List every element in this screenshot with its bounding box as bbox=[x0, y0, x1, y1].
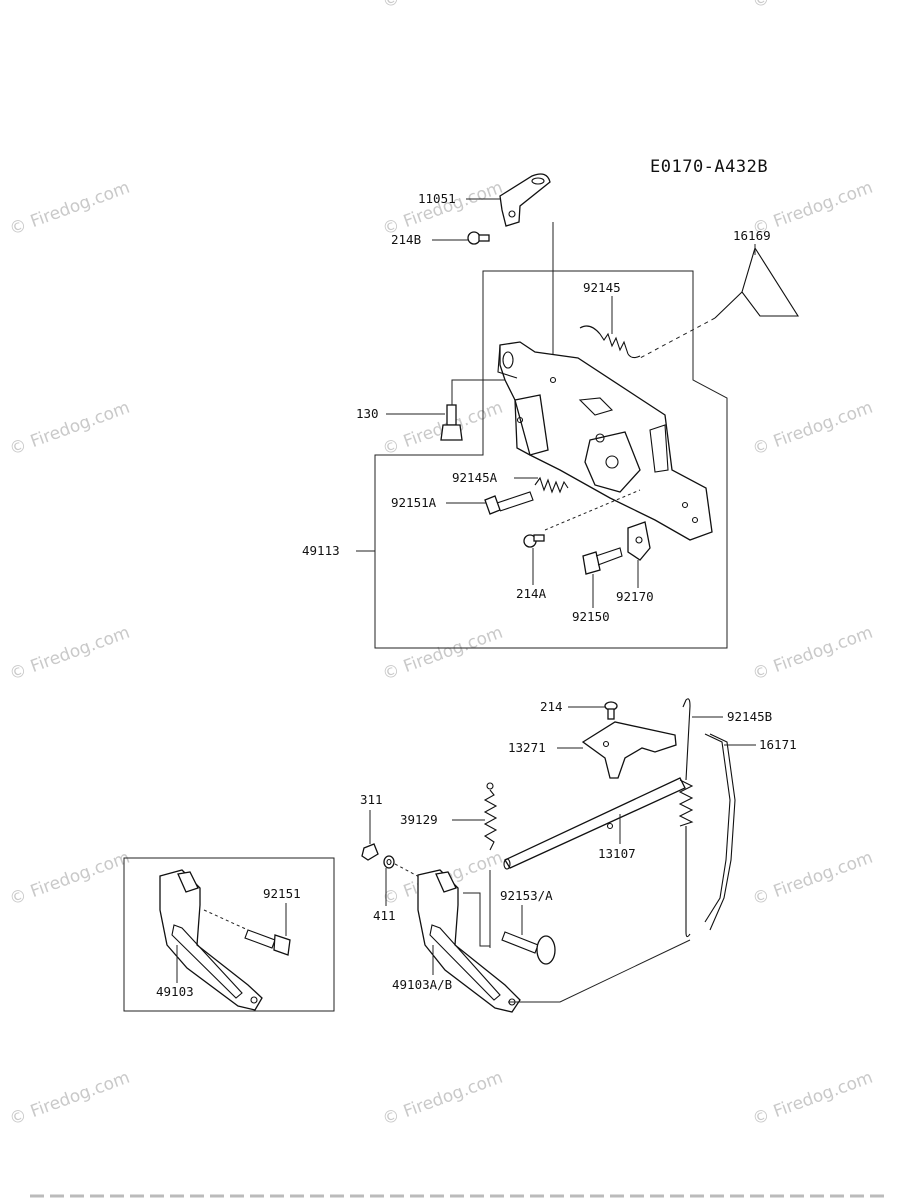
inset-box bbox=[123, 857, 335, 1012]
label-92150: 92150 bbox=[572, 609, 610, 624]
spring-92145 bbox=[579, 325, 641, 359]
label-214B: 214B bbox=[391, 232, 421, 247]
label-39129: 39129 bbox=[400, 812, 438, 827]
dash-214A bbox=[544, 489, 641, 531]
watermark: © Firedog.com bbox=[7, 848, 133, 910]
label-49103AB: 49103A/B bbox=[392, 977, 452, 992]
label-16171: 16171 bbox=[759, 737, 797, 752]
assembly-outline-49113 bbox=[374, 270, 728, 649]
label-92151A: 92151A bbox=[391, 495, 437, 510]
label-214: 214 bbox=[540, 699, 563, 714]
watermark: © Firedog.com bbox=[380, 0, 506, 13]
bolt-92151A bbox=[484, 491, 534, 515]
label-49113: 49113 bbox=[302, 543, 340, 558]
spring-92145B bbox=[678, 698, 694, 938]
watermark: © Firedog.com bbox=[380, 178, 506, 240]
label-49103: 49103 bbox=[156, 984, 194, 999]
bolt-130 bbox=[440, 404, 463, 441]
label-311: 311 bbox=[360, 792, 383, 807]
label-13107: 13107 bbox=[598, 846, 636, 861]
spring-92145A bbox=[534, 476, 569, 494]
label-92145B: 92145B bbox=[727, 709, 772, 724]
label-11051: 11051 bbox=[418, 191, 456, 206]
shaft-13107 bbox=[503, 777, 686, 870]
watermark: © Firedog.com bbox=[750, 398, 876, 460]
bolt-92150 bbox=[582, 547, 623, 575]
watermark: © Firedog.com bbox=[750, 623, 876, 685]
clamp-92170 bbox=[627, 521, 651, 561]
watermark: © Firedog.com bbox=[380, 623, 506, 685]
leader-130-up bbox=[451, 379, 505, 405]
spring-39129 bbox=[483, 782, 498, 851]
watermark: © Firedog.com bbox=[750, 848, 876, 910]
lever-49103 bbox=[159, 869, 263, 1011]
control-plate bbox=[497, 341, 713, 541]
bracket-11051 bbox=[499, 173, 551, 227]
label-130: 130 bbox=[356, 406, 379, 421]
watermark: © Firedog.com bbox=[7, 623, 133, 685]
label-16169: 16169 bbox=[733, 228, 771, 243]
rod-16171 bbox=[704, 733, 736, 931]
watermark: © Firedog.com bbox=[7, 1068, 133, 1130]
watermark: © Firedog.com bbox=[7, 178, 133, 240]
label-92151: 92151 bbox=[263, 886, 301, 901]
dash-connector-lever bbox=[463, 892, 490, 947]
label-92170: 92170 bbox=[616, 589, 654, 604]
watermark: © Firedog.com bbox=[750, 1068, 876, 1130]
washer-411 bbox=[383, 855, 395, 869]
label-13271: 13271 bbox=[508, 740, 546, 755]
screw-214A bbox=[523, 534, 545, 548]
screw-214 bbox=[604, 701, 618, 720]
plate-13271 bbox=[581, 721, 677, 779]
pin-92153A bbox=[501, 931, 556, 965]
nut-311 bbox=[361, 843, 379, 861]
label-92153A: 92153/A bbox=[500, 888, 553, 903]
dash-92151 bbox=[203, 909, 249, 931]
label-214A: 214A bbox=[516, 586, 547, 601]
bolt-92151 bbox=[244, 929, 291, 956]
watermark: © Firedog.com bbox=[750, 0, 876, 13]
diagram-code: E0170-A432B bbox=[650, 157, 768, 177]
connector-spring bbox=[508, 939, 691, 1003]
watermark: © Firedog.com bbox=[7, 398, 133, 460]
watermark: © Firedog.com bbox=[380, 1068, 506, 1130]
label-411: 411 bbox=[373, 908, 396, 923]
label-92145A: 92145A bbox=[452, 470, 498, 485]
label-92145: 92145 bbox=[583, 280, 621, 295]
screw-214B bbox=[467, 231, 490, 245]
rod-16169 bbox=[639, 247, 799, 359]
